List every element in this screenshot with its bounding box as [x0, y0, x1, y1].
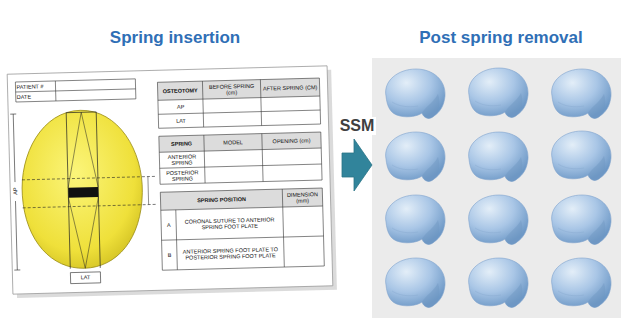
table-cell: B [162, 240, 178, 270]
table-cell: POSTERIOR SPRING [160, 167, 205, 184]
result-panel: Post spring removal [372, 22, 629, 320]
table-cell: LAT [158, 113, 203, 128]
form-sheet-drawing [7, 66, 337, 298]
arrow-label: SSM [338, 117, 377, 135]
table-header: OSTEOTOMY [157, 81, 202, 100]
panel-heading: Post spring removal [372, 28, 629, 48]
form-text-layer: PATIENT #DATE OSTEOTOMYBEFORE SPRING (cm)… [7, 66, 333, 294]
result-panel-drawing [372, 58, 621, 318]
block-arrow [342, 139, 372, 191]
dimension-label: AP [8, 184, 22, 198]
table-header: SPRING [159, 135, 204, 152]
form-sheet: Spring insertion [8, 22, 342, 294]
table-cell: AP [158, 99, 203, 114]
table-cell: A [161, 210, 177, 240]
table-header: AFTER SPRING (CM) [260, 78, 319, 98]
table-header: DIMENSION (mm) [282, 188, 322, 207]
panel-heading: Spring insertion [8, 28, 342, 48]
table-cell: DATE [16, 91, 56, 102]
table-header: BEFORE SPRING (cm) [202, 80, 260, 100]
table-cell: PATIENT # [15, 81, 55, 92]
table-cell: ANTERIOR SPRING [159, 151, 204, 168]
table-cell: ANTERIOR SPRING FOOT PLATE TO POSTERIOR … [177, 237, 285, 270]
table-header: OPENING (cm) [262, 132, 321, 150]
table-header: MODEL [204, 134, 262, 152]
table-cell: CORONAL SUTURE TO ANTERIOR SPRING FOOT P… [176, 207, 284, 240]
dimension-label: LAT [70, 272, 100, 284]
table-header: SPRING POSITION [160, 189, 282, 210]
